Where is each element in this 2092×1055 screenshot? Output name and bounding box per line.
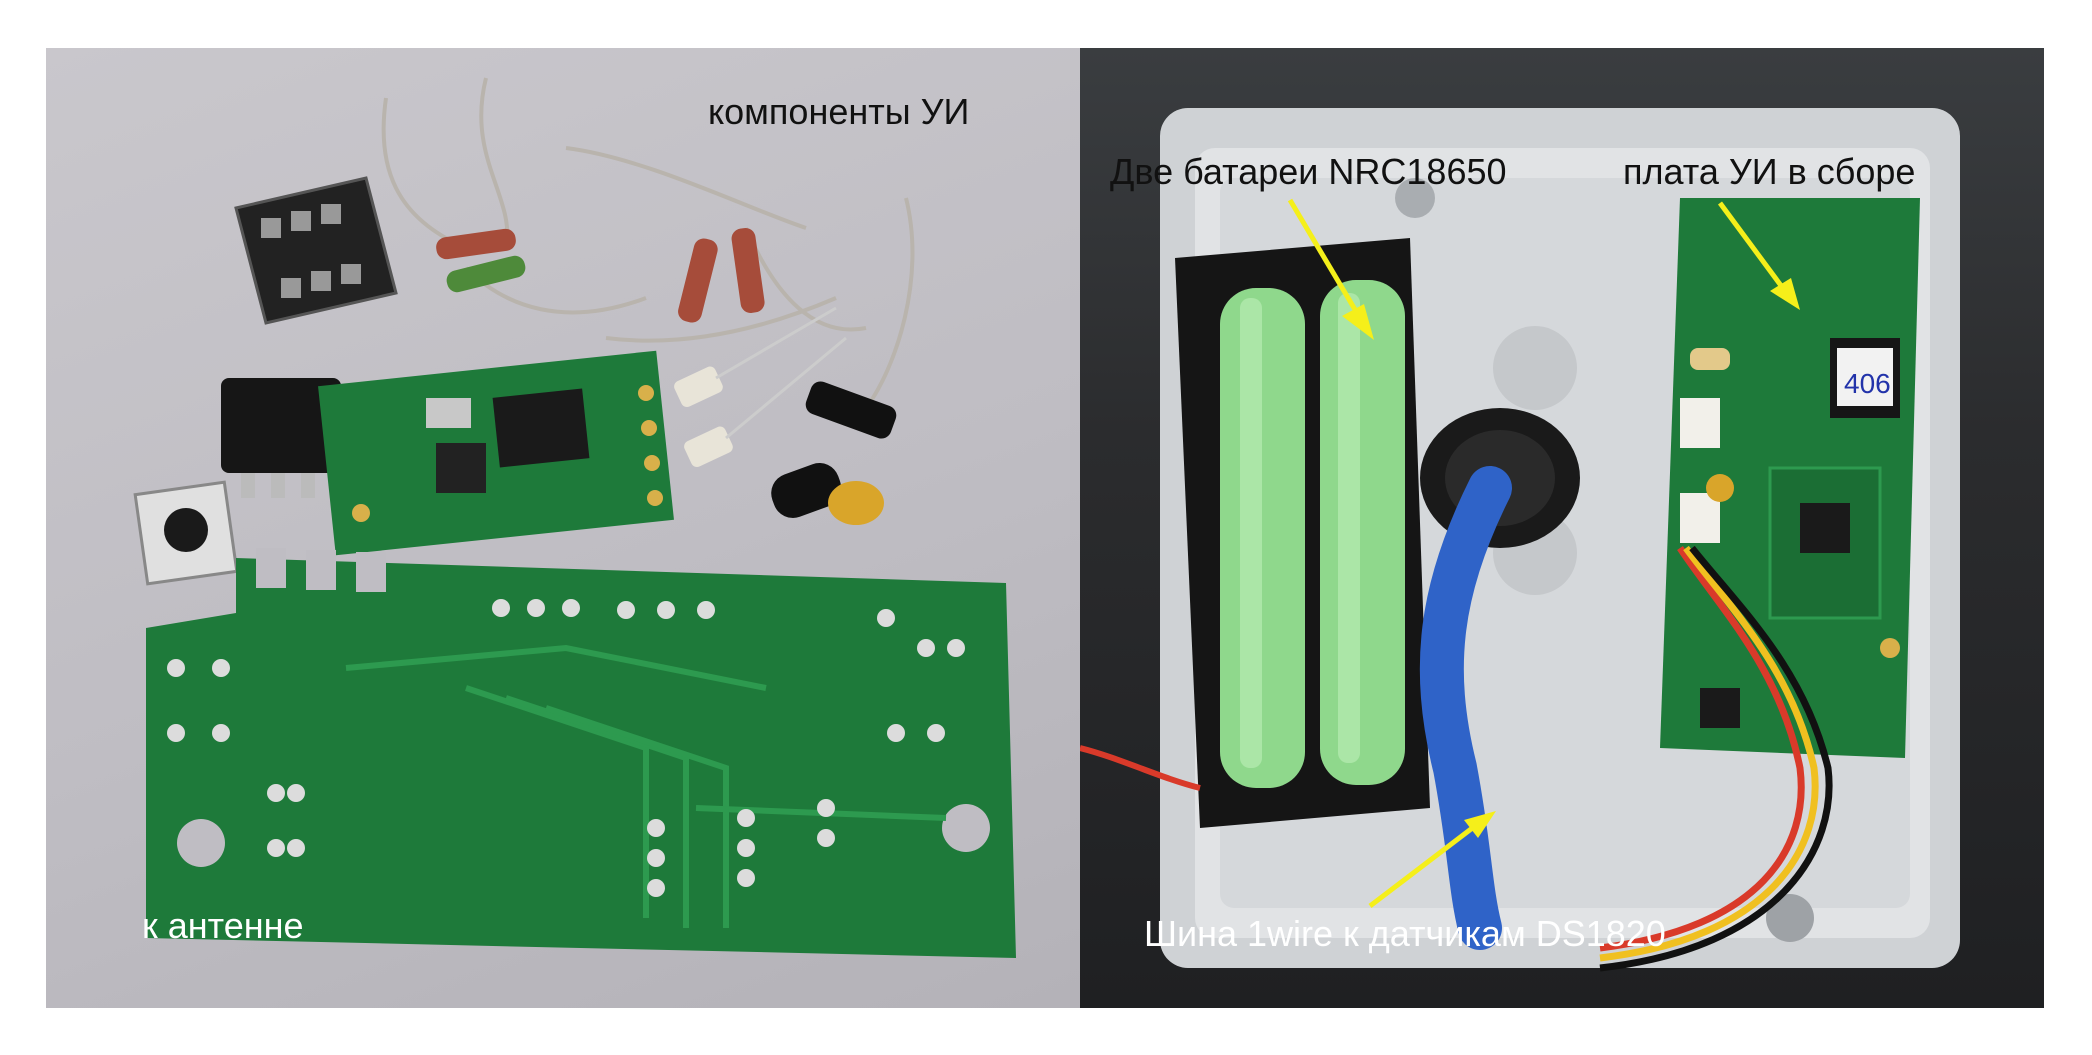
board-label: плата УИ в сборе xyxy=(1623,151,1916,192)
photo-assembled-enclosure: 406 Две батареи NRC18650 плата УИ в сбор… xyxy=(1080,48,2044,1008)
bare-pcb xyxy=(146,548,1016,958)
photo-components: компоненты УИ к антенне xyxy=(46,48,1080,1008)
assembled-board xyxy=(1660,198,1920,758)
radio-module xyxy=(318,350,674,556)
ic-chip xyxy=(221,378,341,498)
blue-cable xyxy=(1419,466,1512,950)
capacitor xyxy=(828,481,884,525)
batteries-label: Две батареи NRC18650 xyxy=(1110,151,1507,192)
resistor-4 xyxy=(731,228,765,313)
battery-holder xyxy=(1175,238,1430,828)
arrow-bus xyxy=(1368,811,1496,908)
diode xyxy=(805,381,897,439)
arrow-board xyxy=(1717,201,1800,310)
bus-label: Шина 1wire к датчикам DS1820 xyxy=(1144,913,1666,954)
resistor-3 xyxy=(678,238,718,323)
components-label: компоненты УИ xyxy=(708,91,970,132)
chip-marking: 406 xyxy=(1844,368,1891,399)
antenna-label: к антенне xyxy=(142,905,304,946)
arrow-batteries xyxy=(1287,198,1374,340)
battery-1 xyxy=(1220,288,1305,788)
resistor-1 xyxy=(436,228,516,260)
enclosure-illustration: 406 xyxy=(1080,108,1960,972)
resistor-2 xyxy=(446,255,526,293)
components-illustration xyxy=(133,77,1016,958)
battery-2 xyxy=(1320,280,1405,785)
tact-button xyxy=(133,480,239,586)
transistor xyxy=(771,462,842,518)
ic-socket xyxy=(234,176,398,325)
leds xyxy=(674,306,847,468)
